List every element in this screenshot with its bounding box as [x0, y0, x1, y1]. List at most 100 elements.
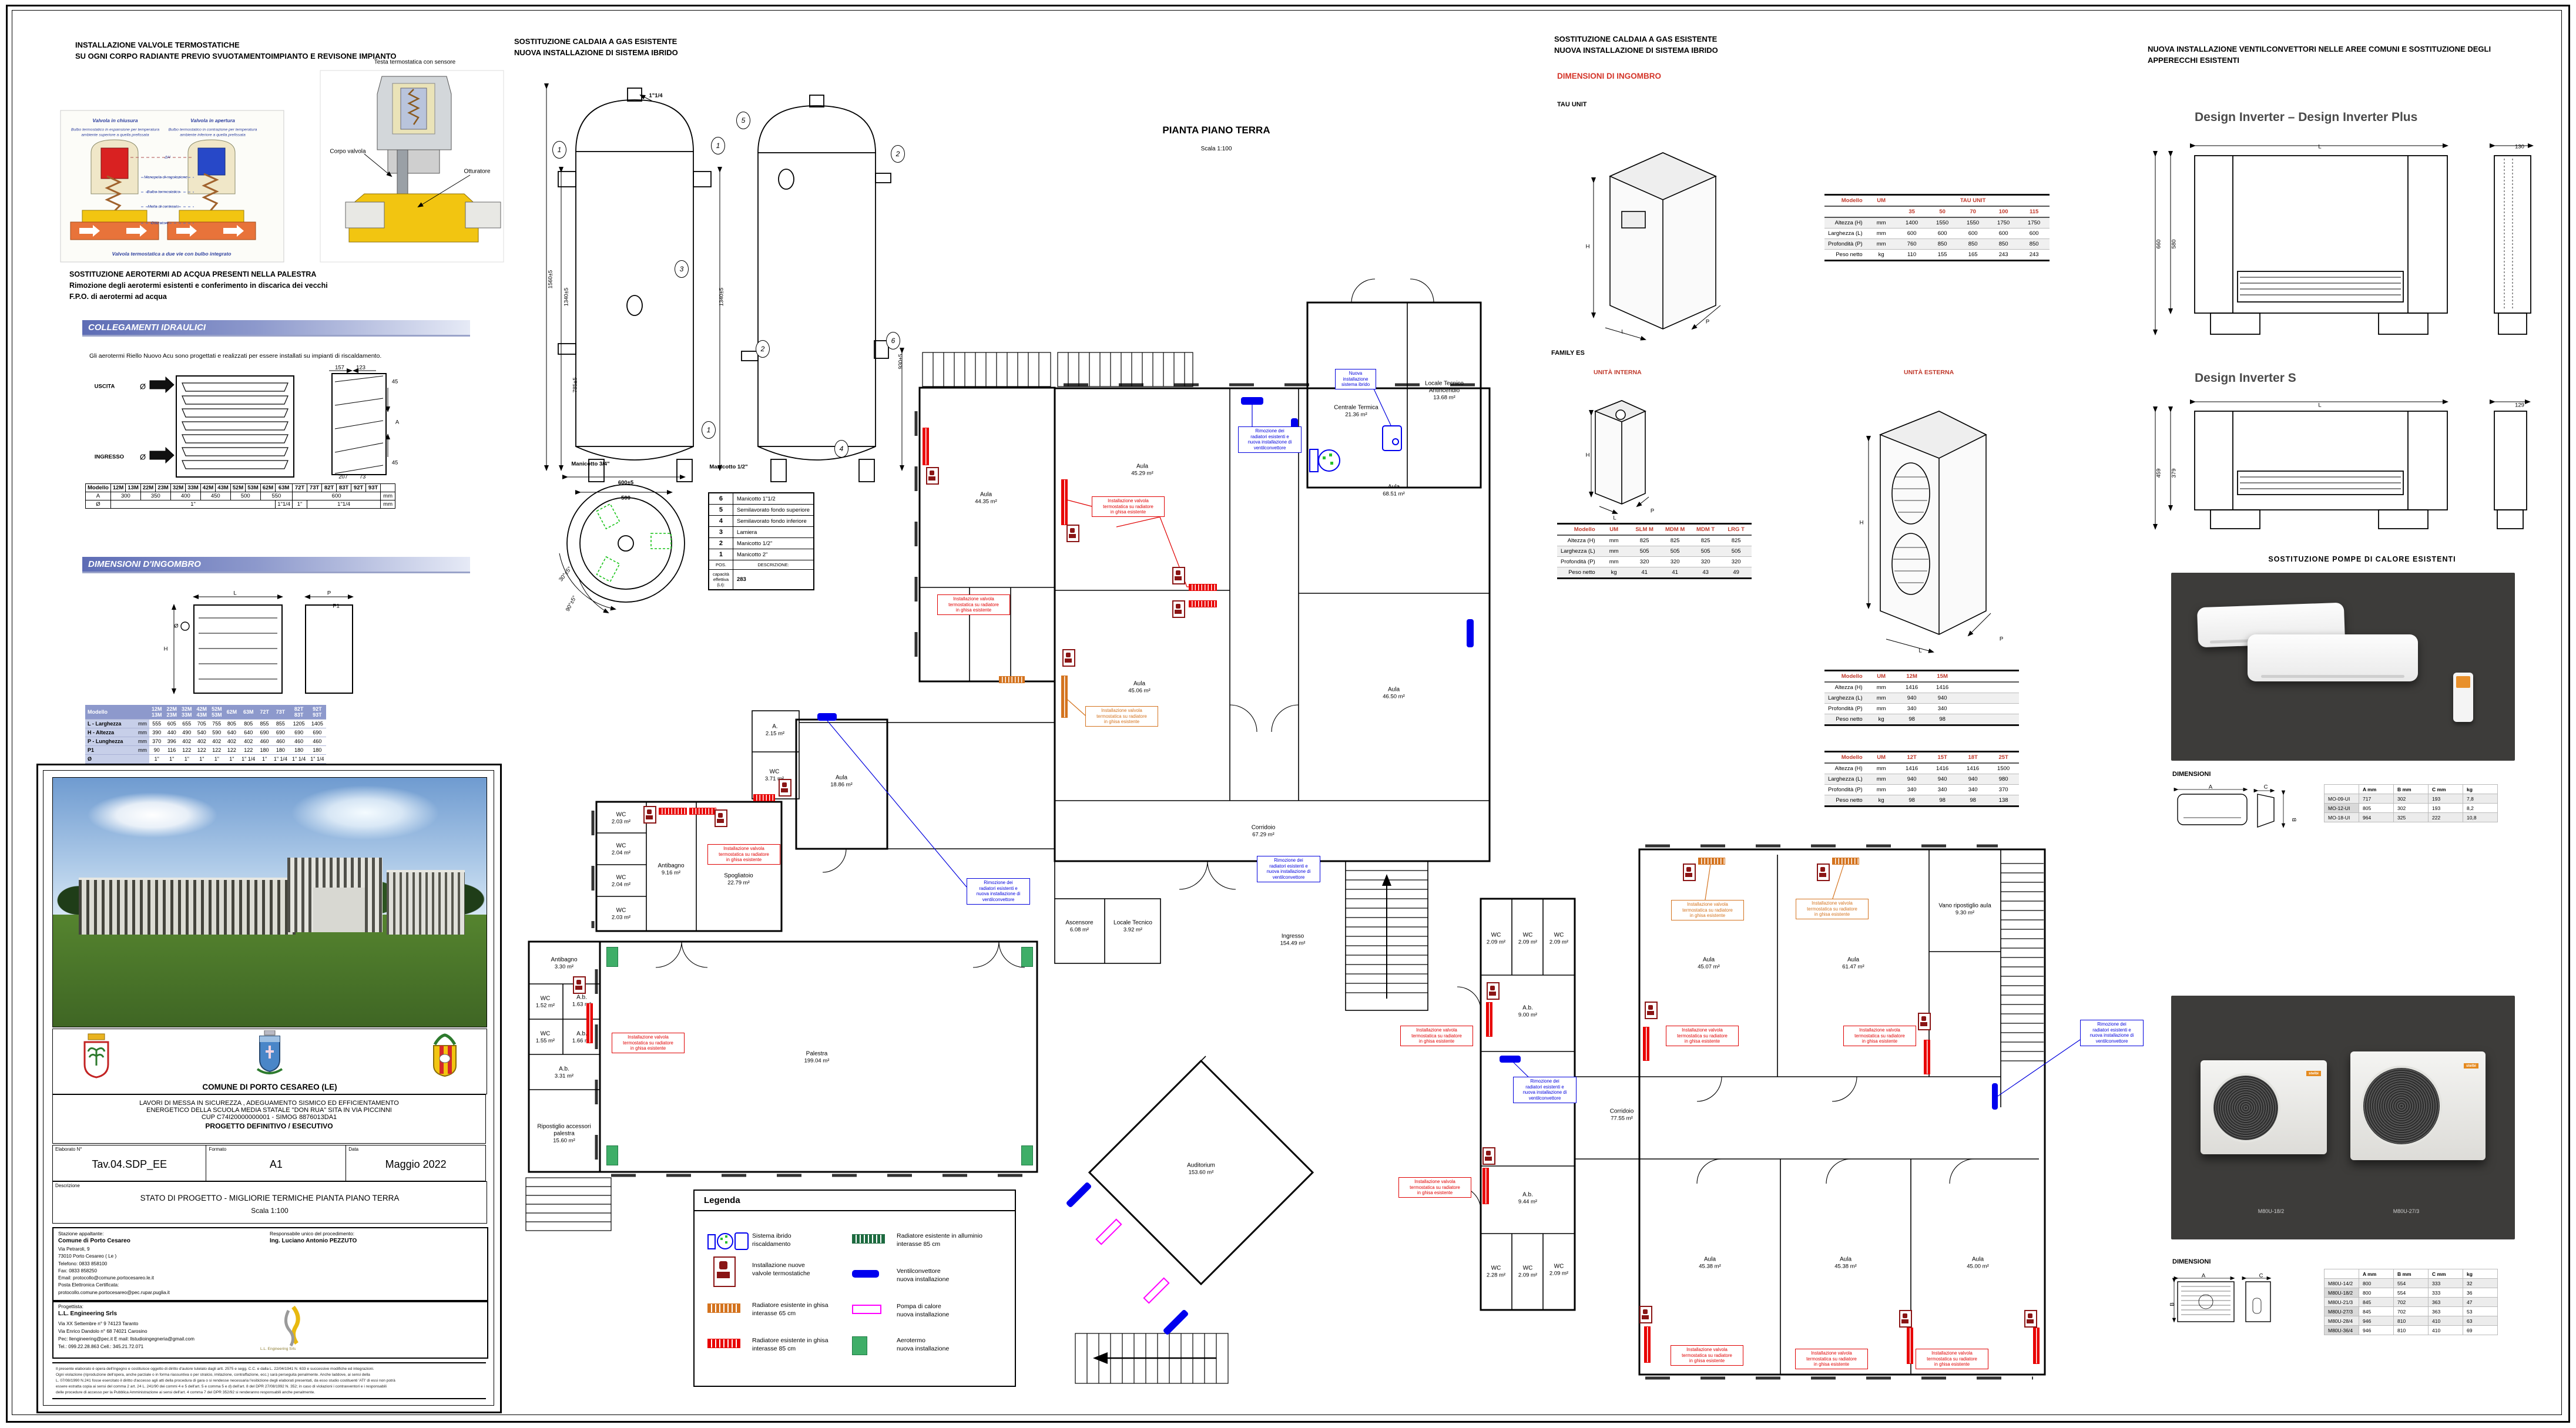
family-es-label: FAMILY ES	[1551, 350, 1585, 357]
title-block: COMUNE DI PORTO CESAREO (LE) LAVORI DI M…	[36, 764, 502, 1413]
legal-disclaimer: Il presente elaborato è opera dell'ingeg…	[52, 1362, 486, 1400]
design-inverter-s-title: Design Inverter S	[2195, 371, 2296, 385]
outdoor-unit-2: stelbi	[2350, 1051, 2486, 1160]
indoor-units-photo	[2171, 573, 2515, 761]
aerotermi-title: SOSTITUZIONE AEROTERMI AD ACQUA PRESENTI…	[69, 269, 504, 302]
indoor-unit-2	[2248, 634, 2418, 681]
stazione-label: Stazione appaltante:	[58, 1231, 104, 1237]
project-render	[52, 777, 487, 1027]
plan-title: PIANTA PIANO TERRA	[1162, 125, 1270, 136]
mo-dim-sketch	[2174, 787, 2286, 828]
fan-coil-icon	[852, 1270, 879, 1278]
radiator-85-icon	[707, 1339, 740, 1348]
family-outdoor-drawing	[1866, 411, 1991, 653]
project-line2: ENERGETICO DELLA SCUOLA MEDIA STATALE "D…	[146, 1107, 392, 1114]
design-inverter-plus-drawing	[2153, 143, 2534, 335]
crest-band: COMUNE DI PORTO CESAREO (LE)	[52, 1029, 487, 1094]
stelbi-logo-2: stelbi	[2464, 1063, 2478, 1069]
project-cup: CUP C74I20000000001 - SIMOG 8876013DA1	[201, 1114, 337, 1121]
stazione-name: Comune di Porto Cesareo	[58, 1238, 130, 1244]
hybrid-system-icon	[707, 1232, 749, 1250]
family-indoor-drawing	[1589, 400, 1649, 514]
windows	[591, 383, 2033, 1380]
data-label: Data	[348, 1147, 359, 1152]
intro-text: Gli aerotermi Riello Nuovo Acu sono prog…	[89, 352, 382, 359]
design-inverter-plus-title: Design Inverter – Design Inverter Plus	[2195, 110, 2418, 124]
crest-porto-cesareo	[256, 1030, 283, 1074]
doors	[655, 278, 1975, 1211]
valvole-title-line1: INSTALLAZIONE VALVOLE TERMOSTATICHE	[75, 41, 240, 49]
elaborato-row: Elaborato N° Tav.04.SDP_EE Formato A1 Da…	[52, 1145, 487, 1181]
radiator-65-icon	[707, 1303, 740, 1313]
elaborato-value: Tav.04.SDP_EE	[92, 1158, 167, 1170]
progettista-name: L.L. Engineering Srls	[58, 1311, 118, 1317]
progettista-box: Progettista: L.L. Engineering Srls Via X…	[52, 1300, 488, 1359]
comune-name: COMUNE DI PORTO CESAREO (LE)	[202, 1083, 337, 1091]
outdoor-unit-1: stelbi	[2201, 1060, 2327, 1154]
aerotermi-title-line1: SOSTITUZIONE AEROTERMI AD ACQUA PRESENTI…	[69, 270, 317, 278]
dimensioni-ingombro-heading: DIMENSIONI DI INGOMBRO	[1557, 72, 1662, 80]
rup-label: Responsabile unico del procedimento:	[270, 1231, 355, 1237]
thermostatic-valve-icon	[707, 1256, 745, 1287]
aerotermi-title-line3: F.P.O. di aerotermi ad acqua	[69, 292, 167, 301]
tau-unit-drawing	[1591, 152, 1721, 341]
formato-value: A1	[269, 1158, 283, 1170]
remote-control	[2453, 673, 2473, 722]
project-phase: PROGETTO DEFINITIVO / ESECUTIVO	[205, 1122, 333, 1130]
outdoor-units-photo: stelbi stelbi	[2171, 996, 2515, 1239]
valve-diagram-closed-open	[60, 110, 284, 263]
valve-cutaway-diagram	[320, 70, 504, 263]
elaborato-label: Elaborato N°	[55, 1147, 82, 1152]
plan-scale: Scala 1:100	[1200, 146, 1232, 152]
tau-unit-label: TAU UNIT	[1557, 101, 1587, 108]
dimensioni-label-2: DIMENSIONI	[2172, 1258, 2211, 1265]
dimensioni-banner: DIMENSIONI D'INGOMBRO	[82, 557, 470, 573]
ingombro-diagram	[172, 594, 354, 694]
unita-esterna-label: UNITÀ ESTERNA	[1904, 369, 1954, 376]
descrizione-label: Descrizione	[55, 1183, 80, 1188]
design-inverter-s-drawing	[2153, 399, 2531, 530]
stairs	[525, 352, 2044, 1384]
radiator-aluminium-icon	[852, 1234, 885, 1244]
project-line1: LAVORI DI MESSA IN SICUREZZA , ADEGUAMEN…	[139, 1100, 399, 1107]
pompe-calore-title: SOSTITUZIONE POMPE DI CALORE ESISTENTI	[2268, 555, 2456, 563]
aerotermo-diagram	[149, 368, 390, 478]
project-description: LAVORI DI MESSA IN SICUREZZA , ADEGUAMEN…	[52, 1094, 486, 1144]
stazione-box: Stazione appaltante: Comune di Porto Ces…	[52, 1227, 488, 1302]
heat-pump-icon	[852, 1305, 881, 1314]
descrizione-scala: Scala 1:100	[251, 1207, 289, 1215]
rup-name: Ing. Luciano Antonio PEZZUTO	[270, 1238, 357, 1244]
aerotermi-title-line2: Rimozione degli aerotermi esistenti e co…	[69, 281, 328, 290]
crest-puglia	[83, 1033, 109, 1078]
collegamenti-banner: COLLEGAMENTI IDRAULICI	[82, 320, 470, 337]
logo-caption: L.L. Engineering Srls	[260, 1347, 296, 1351]
m80u-dim-sketch	[2172, 1276, 2272, 1323]
progettista-label: Progettista:	[58, 1303, 83, 1309]
dimensioni-label-1: DIMENSIONI	[2172, 771, 2211, 778]
ll-engineering-logo	[284, 1305, 300, 1347]
